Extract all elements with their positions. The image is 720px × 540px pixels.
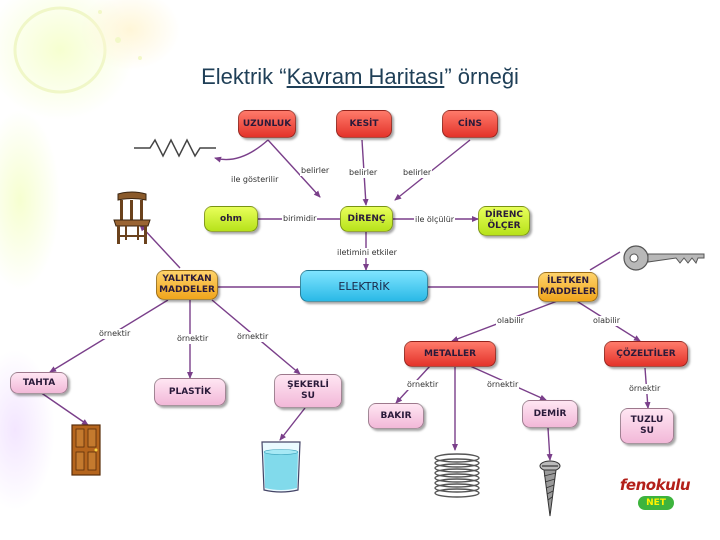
page-title: Elektrik “Kavram Haritası” örneği <box>0 64 720 90</box>
link-ornektir-demir: örnektir <box>486 380 520 390</box>
node-tuzlu-su: TUZLU SU <box>620 408 674 444</box>
fenokulu-logo: fenokulu NET <box>612 476 698 518</box>
resistor-icon <box>134 138 216 158</box>
link-ornektir-plastik: örnektir <box>176 334 210 344</box>
node-yalitkan-maddeler: YALITKAN MADDELER <box>156 270 218 300</box>
link-iletimini-etkiler: iletimini etkiler <box>336 248 398 258</box>
node-direnc-olcer: DİRENC ÖLÇER <box>478 206 530 236</box>
screw-icon <box>539 460 561 517</box>
link-ile-gosterilir: ile gösterilir <box>230 175 280 185</box>
node-direnc: DİRENÇ <box>340 206 393 232</box>
node-cozeltiler: ÇÖZELTİLER <box>604 341 688 367</box>
node-plastik: PLASTİK <box>154 378 226 406</box>
node-tahta: TAHTA <box>10 372 68 394</box>
title-suffix: ” örneği <box>444 64 519 89</box>
water-beaker-icon <box>261 441 301 493</box>
node-demir: DEMİR <box>522 400 578 428</box>
door-icon <box>71 424 101 476</box>
node-uzunluk: UZUNLUK <box>238 110 296 138</box>
chair-icon <box>113 191 151 244</box>
link-ornektir-tuzlu: örnektir <box>628 384 662 394</box>
title-underlined: Kavram Haritası <box>286 64 445 89</box>
node-cins: CİNS <box>442 110 498 138</box>
link-ornektir-tahta: örnektir <box>98 329 132 339</box>
link-ile-olculur: ile ölçülür <box>414 215 456 225</box>
coil-icon <box>434 453 480 498</box>
link-belirler-2: belirler <box>348 168 379 178</box>
logo-name: fenokulu <box>619 476 691 494</box>
link-olabilir-metal: olabilir <box>496 316 526 326</box>
node-iletken-maddeler: İLETKEN MADDELER <box>538 272 598 302</box>
link-ornektir-bakir: örnektir <box>406 380 440 390</box>
node-sekerli-su: ŞEKERLİ SU <box>274 374 342 408</box>
node-kesit: KESİT <box>336 110 392 138</box>
link-belirler-1: belirler <box>300 166 331 176</box>
link-olabilir-cozelti: olabilir <box>592 316 622 326</box>
node-metaller: METALLER <box>404 341 496 367</box>
link-belirler-3: belirler <box>402 168 433 178</box>
link-ornektir-seker: örnektir <box>236 332 270 342</box>
link-birimidir: birimidir <box>282 214 318 224</box>
logo-suffix: NET <box>638 496 674 510</box>
title-prefix: Elektrik “ <box>201 64 287 89</box>
key-icon <box>623 245 705 271</box>
node-ohm: ohm <box>204 206 258 232</box>
node-elektrik: ELEKTRİK <box>300 270 428 302</box>
node-bakir: BAKIR <box>368 403 424 429</box>
